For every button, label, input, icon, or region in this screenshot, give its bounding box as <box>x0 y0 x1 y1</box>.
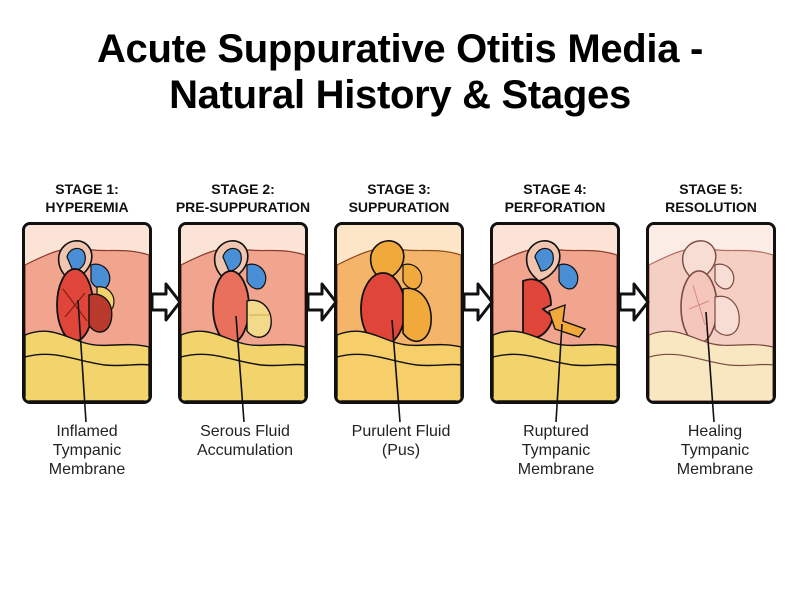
stage-4-number: STAGE 4: <box>523 181 587 197</box>
page-title: Acute Suppurative Otitis Media - Natural… <box>0 26 800 118</box>
ear-perforation-illustration <box>493 225 617 401</box>
stage-4-caption-line: Membrane <box>517 461 595 478</box>
stage-4-caption-line: Tympanic <box>521 442 591 459</box>
page-title-line-2: Natural History & Stages <box>169 73 631 117</box>
stage-3-heading: STAGE 3: SUPPURATION <box>324 180 474 216</box>
page-title-line-1: Acute Suppurative Otitis Media - <box>96 27 704 71</box>
ear-resolution-illustration <box>649 225 773 401</box>
stage-3-illustration <box>334 222 464 404</box>
stage-1-caption-line: Membrane <box>48 461 126 478</box>
stage-2-illustration <box>178 222 308 404</box>
stage-3-caption: Purulent Fluid (Pus) <box>326 422 476 460</box>
stage-5-caption-line: Membrane <box>676 461 754 478</box>
stage-4-name: PERFORATION <box>504 199 606 215</box>
stage-2-caption-line: Accumulation <box>196 442 294 459</box>
stage-2-name: PRE-SUPPURATION <box>175 199 311 215</box>
stage-3-caption-line: (Pus) <box>381 442 421 459</box>
stage-5-name: RESOLUTION <box>665 199 757 215</box>
ear-suppuration-illustration <box>337 225 461 401</box>
arrow-right-icon <box>462 282 494 322</box>
stage-1-caption-line: Inflamed <box>56 423 118 440</box>
stage-5-heading: STAGE 5: RESOLUTION <box>636 180 786 216</box>
stage-5-number: STAGE 5: <box>679 181 743 197</box>
stage-1-illustration <box>22 222 152 404</box>
stage-3-name: SUPPURATION <box>348 199 450 215</box>
stage-4-heading: STAGE 4: PERFORATION <box>480 180 630 216</box>
stage-5-caption: Healing Tympanic Membrane <box>640 422 790 479</box>
stage-2-number: STAGE 2: <box>211 181 275 197</box>
stage-3-number: STAGE 3: <box>367 181 431 197</box>
stage-1-number: STAGE 1: <box>55 181 119 197</box>
stage-3-caption-line: Purulent Fluid <box>351 423 451 440</box>
stage-5-caption-line: Healing <box>687 423 743 440</box>
arrow-right-icon <box>150 282 182 322</box>
stage-1-caption: Inflamed Tympanic Membrane <box>12 422 162 479</box>
stage-5-caption-line: Tympanic <box>680 442 750 459</box>
stage-2-heading: STAGE 2: PRE-SUPPURATION <box>168 180 318 216</box>
stage-4-illustration <box>490 222 620 404</box>
stage-5-illustration <box>646 222 776 404</box>
ear-hyperemia-illustration <box>25 225 149 401</box>
stage-4-caption-line: Ruptured <box>523 423 589 440</box>
stage-2-caption: Serous Fluid Accumulation <box>170 422 320 460</box>
stage-4-caption: Ruptured Tympanic Membrane <box>481 422 631 479</box>
stage-2-caption-line: Serous Fluid <box>200 423 290 440</box>
stage-1-caption-line: Tympanic <box>52 442 122 459</box>
stage-1-heading: STAGE 1: HYPEREMIA <box>12 180 162 216</box>
arrow-right-icon <box>306 282 338 322</box>
stage-1-name: HYPEREMIA <box>45 199 129 215</box>
ear-pre-suppuration-illustration <box>181 225 305 401</box>
arrow-right-icon <box>618 282 650 322</box>
